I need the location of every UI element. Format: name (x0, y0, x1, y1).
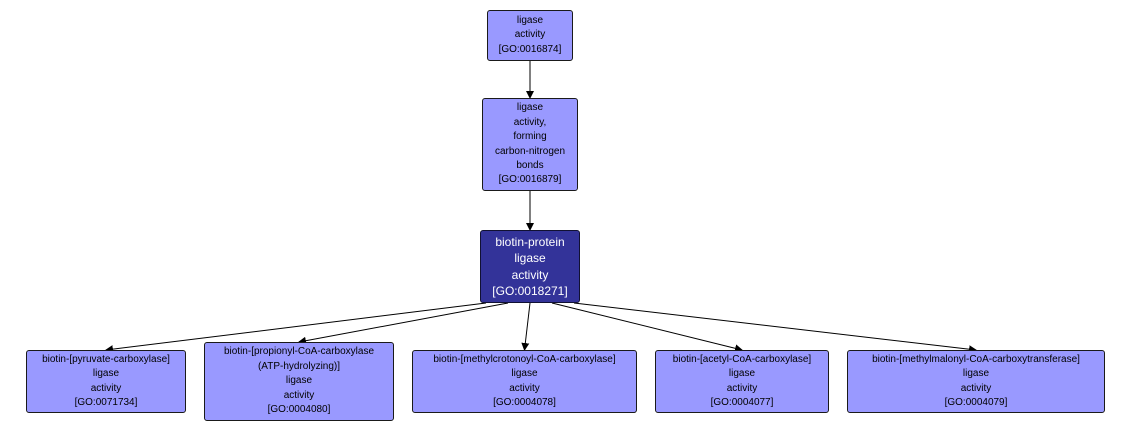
node-carbon-nitrogen-ligase-line-4: carbon-nitrogen (494, 145, 566, 157)
edge-biotin_protein-to-methylmalonyl (573, 302, 977, 354)
node-propionyl-coa-carboxylase-ligase-line-3: ligase (285, 375, 313, 387)
node-acetyl-coa-carboxylase-ligase-line-2: ligase (728, 368, 756, 380)
node-acetyl-coa-carboxylase-ligase-go-id: [GO:0004077] (710, 396, 774, 408)
node-methylmalonyl-coa-carboxytransferase-ligase-go-id: [GO:0004079] (944, 396, 1008, 408)
node-pyruvate-carboxylase-ligase-go-id: [GO:0071734] (74, 396, 138, 408)
node-methylcrotonoyl-coa-carboxylase-ligase-go-id: [GO:0004078] (493, 396, 556, 408)
node-pyruvate-carboxylase-ligase[interactable]: biotin-[pyruvate-carboxylase] ligase act… (26, 350, 186, 413)
edge-biotin_protein-to-acetyl (551, 302, 743, 353)
node-carbon-nitrogen-ligase-line-1: ligase (516, 102, 544, 114)
node-methylcrotonoyl-coa-carboxylase-ligase[interactable]: biotin-[methylcrotonoyl-CoA-carboxylase]… (412, 350, 637, 413)
node-pyruvate-carboxylase-ligase-line-3: activity (90, 382, 122, 394)
node-carbon-nitrogen-ligase-go-id: [GO:0016879] (498, 174, 562, 186)
node-ligase-activity-line-1: ligase (516, 14, 544, 26)
node-propionyl-coa-carboxylase-ligase-line-4: activity (283, 389, 315, 401)
node-methylmalonyl-coa-carboxytransferase-ligase[interactable]: biotin-[methylmalonyl-CoA-carboxytransfe… (847, 350, 1105, 413)
node-methylmalonyl-coa-carboxytransferase-ligase-line-1: biotin-[methylmalonyl-CoA-carboxytransfe… (872, 353, 1080, 365)
edge-biotin_protein-to-methylcrotonoyl (521, 302, 531, 351)
node-propionyl-coa-carboxylase-ligase-go-id: [GO:0004080] (267, 404, 331, 416)
node-biotin-protein-ligase-line-2: ligase (514, 251, 546, 265)
node-acetyl-coa-carboxylase-ligase[interactable]: biotin-[acetyl-CoA-carboxylase] ligase a… (655, 350, 829, 413)
node-ligase-activity[interactable]: ligase activity [GO:0016874] (487, 10, 573, 61)
node-carbon-nitrogen-ligase[interactable]: ligase activity, forming carbon-nitrogen… (482, 98, 578, 191)
node-acetyl-coa-carboxylase-ligase-line-1: biotin-[acetyl-CoA-carboxylase] (672, 353, 812, 365)
node-propionyl-coa-carboxylase-ligase-line-2: (ATP-hydrolyzing)] (257, 360, 341, 372)
node-biotin-protein-ligase[interactable]: biotin-protein ligase activity [GO:00182… (480, 230, 580, 303)
node-methylcrotonoyl-coa-carboxylase-ligase-line-1: biotin-[methylcrotonoyl-CoA-carboxylase] (433, 353, 616, 365)
node-carbon-nitrogen-ligase-line-2: activity, (513, 116, 547, 128)
node-acetyl-coa-carboxylase-ligase-line-3: activity (726, 382, 758, 394)
node-methylmalonyl-coa-carboxytransferase-ligase-line-3: activity (960, 382, 992, 394)
edge-biotin_protein-to-propionyl (298, 302, 509, 345)
node-pyruvate-carboxylase-ligase-line-1: biotin-[pyruvate-carboxylase] (42, 353, 170, 365)
node-pyruvate-carboxylase-ligase-line-2: ligase (92, 368, 120, 380)
node-methylcrotonoyl-coa-carboxylase-ligase-line-3: activity (509, 382, 540, 394)
node-biotin-protein-ligase-go-id: [GO:0018271] (492, 284, 568, 298)
node-propionyl-coa-carboxylase-ligase[interactable]: biotin-[propionyl-CoA-carboxylase (ATP-h… (204, 342, 394, 421)
node-methylcrotonoyl-coa-carboxylase-ligase-line-2: ligase (511, 368, 538, 380)
node-biotin-protein-ligase-line-1: biotin-protein (495, 234, 565, 249)
node-propionyl-coa-carboxylase-ligase-line-1: biotin-[propionyl-CoA-carboxylase (223, 346, 375, 358)
node-carbon-nitrogen-ligase-line-3: forming (513, 131, 547, 143)
node-biotin-protein-ligase-line-3: activity (511, 267, 549, 282)
node-methylmalonyl-coa-carboxytransferase-ligase-line-2: ligase (962, 368, 990, 380)
node-carbon-nitrogen-ligase-line-5: bonds (516, 159, 544, 171)
edge-biotin_protein-to-pyruvate (105, 302, 487, 354)
node-ligase-activity-go-id: [GO:0016874] (498, 43, 562, 55)
node-ligase-activity-line-2: activity (514, 29, 546, 41)
